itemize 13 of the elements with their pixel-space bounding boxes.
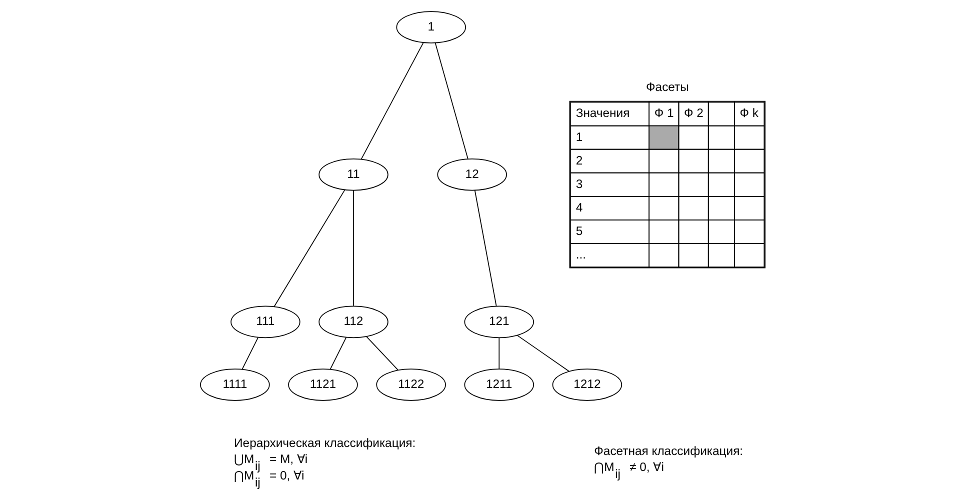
label: ... bbox=[576, 247, 586, 262]
label: 5 bbox=[576, 224, 583, 238]
label: Фасетная классификация: bbox=[594, 444, 744, 458]
label: 1 bbox=[576, 130, 583, 144]
label: Значения bbox=[576, 106, 630, 120]
label: 2 bbox=[576, 153, 583, 168]
label: Фасеты bbox=[646, 80, 689, 94]
label: Ф 1 bbox=[654, 106, 674, 120]
label: Ф 2 bbox=[684, 106, 704, 120]
label: Иерархическая классификация: bbox=[234, 436, 416, 450]
label: Ф k bbox=[740, 106, 759, 120]
label: 3 bbox=[576, 176, 583, 191]
label: 4 bbox=[576, 200, 583, 214]
